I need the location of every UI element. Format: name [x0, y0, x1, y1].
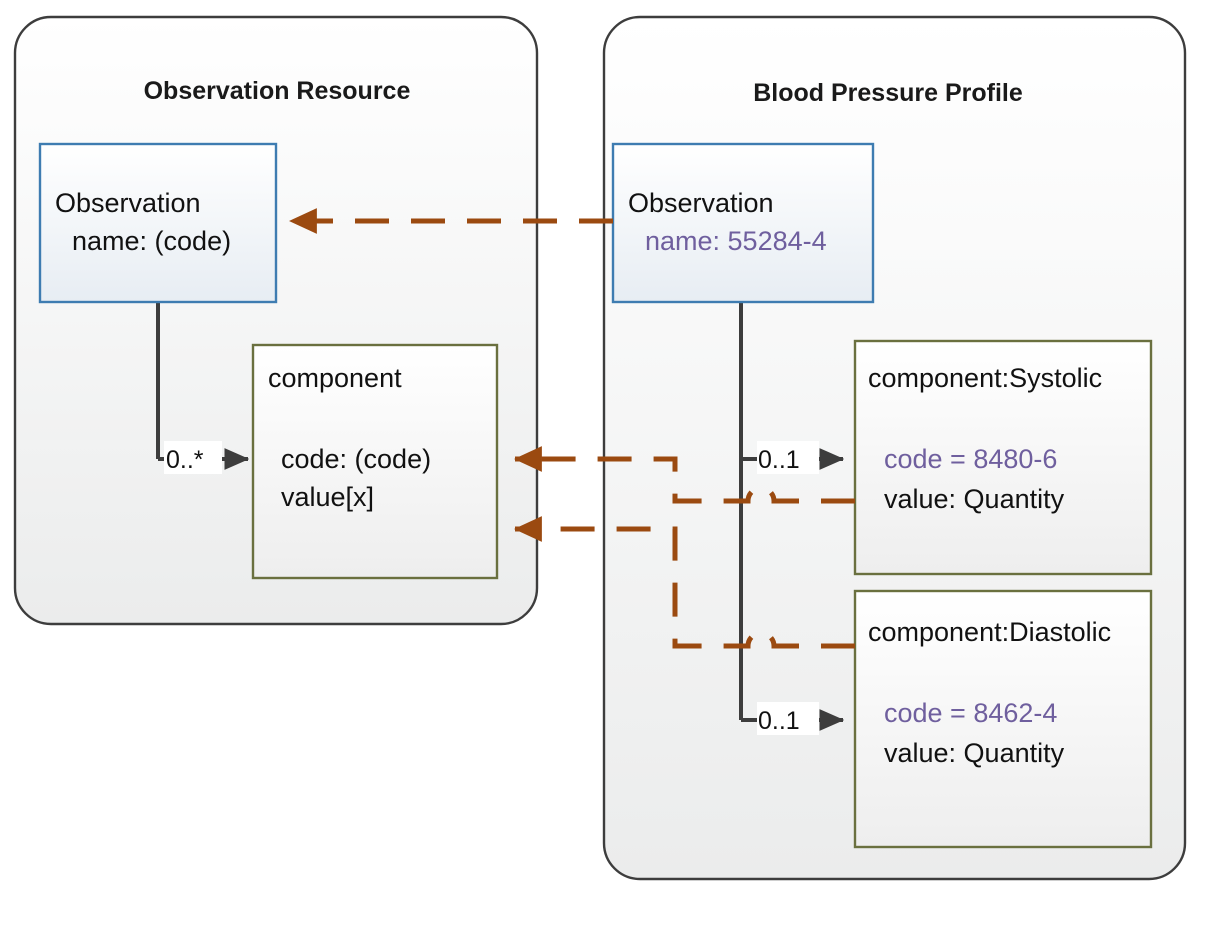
multiplicity-label-systolic: 0..1 [758, 446, 800, 474]
class-component-diastolic-attr-value: value: Quantity [884, 738, 1065, 768]
class-component-diastolic-attr-code: code = 8462-4 [884, 698, 1057, 728]
class-component-base[interactable]: component code: (code) value[x] [251, 343, 499, 580]
class-component-systolic[interactable]: component:Systolic code = 8480-6 value: … [853, 339, 1153, 576]
class-component-diastolic-frame [853, 589, 1153, 849]
class-observation-base-frame [38, 142, 278, 304]
class-observation-bp-frame [611, 142, 875, 304]
derivation-diastolic-to-component [513, 516, 855, 649]
class-observation-base-attr-name: name: (code) [72, 226, 231, 256]
class-component-systolic-frame [853, 339, 1153, 576]
derivation-systolic-to-component [513, 446, 855, 504]
class-observation-base[interactable]: Observation name: (code) [38, 142, 278, 304]
multiplicity-backdrop [757, 702, 819, 735]
class-observation-bp[interactable]: Observation name: 55284-4 [611, 142, 875, 304]
class-observation-bp-attr-name: name: 55284-4 [645, 226, 827, 256]
multiplicity-backdrop [164, 441, 222, 474]
class-component-systolic-attr-code: code = 8480-6 [884, 444, 1057, 474]
class-component-systolic-attr-value: value: Quantity [884, 484, 1065, 514]
derivation-dashed-line [513, 446, 855, 504]
association-observation-bp-to-systolic: 0..1 [739, 302, 845, 720]
association-observation-bp-to-diastolic: 0..1 [741, 702, 845, 735]
class-component-base-title: component [268, 363, 402, 393]
class-observation-base-title: Observation [55, 188, 201, 218]
derivation-dashed-line [513, 516, 855, 649]
multiplicity-label-diastolic: 0..1 [758, 707, 800, 735]
multiplicity-label-0-star: 0..* [166, 446, 204, 474]
class-component-diastolic-title: component:Diastolic [868, 617, 1111, 647]
class-observation-bp-title: Observation [628, 188, 774, 218]
class-component-base-frame [251, 343, 499, 580]
association-observation-base-to-component-base: 0..* [156, 302, 250, 474]
package-observation-resource-title: Observation Resource [144, 77, 411, 105]
class-component-base-attr-code: code: (code) [281, 444, 431, 474]
package-blood-pressure-profile-title: Blood Pressure Profile [753, 79, 1023, 107]
class-component-base-attr-value: value[x] [281, 482, 374, 512]
class-component-diastolic[interactable]: component:Diastolic code = 8462-4 value:… [853, 589, 1153, 849]
multiplicity-backdrop [757, 441, 819, 474]
class-component-systolic-title: component:Systolic [868, 363, 1102, 393]
